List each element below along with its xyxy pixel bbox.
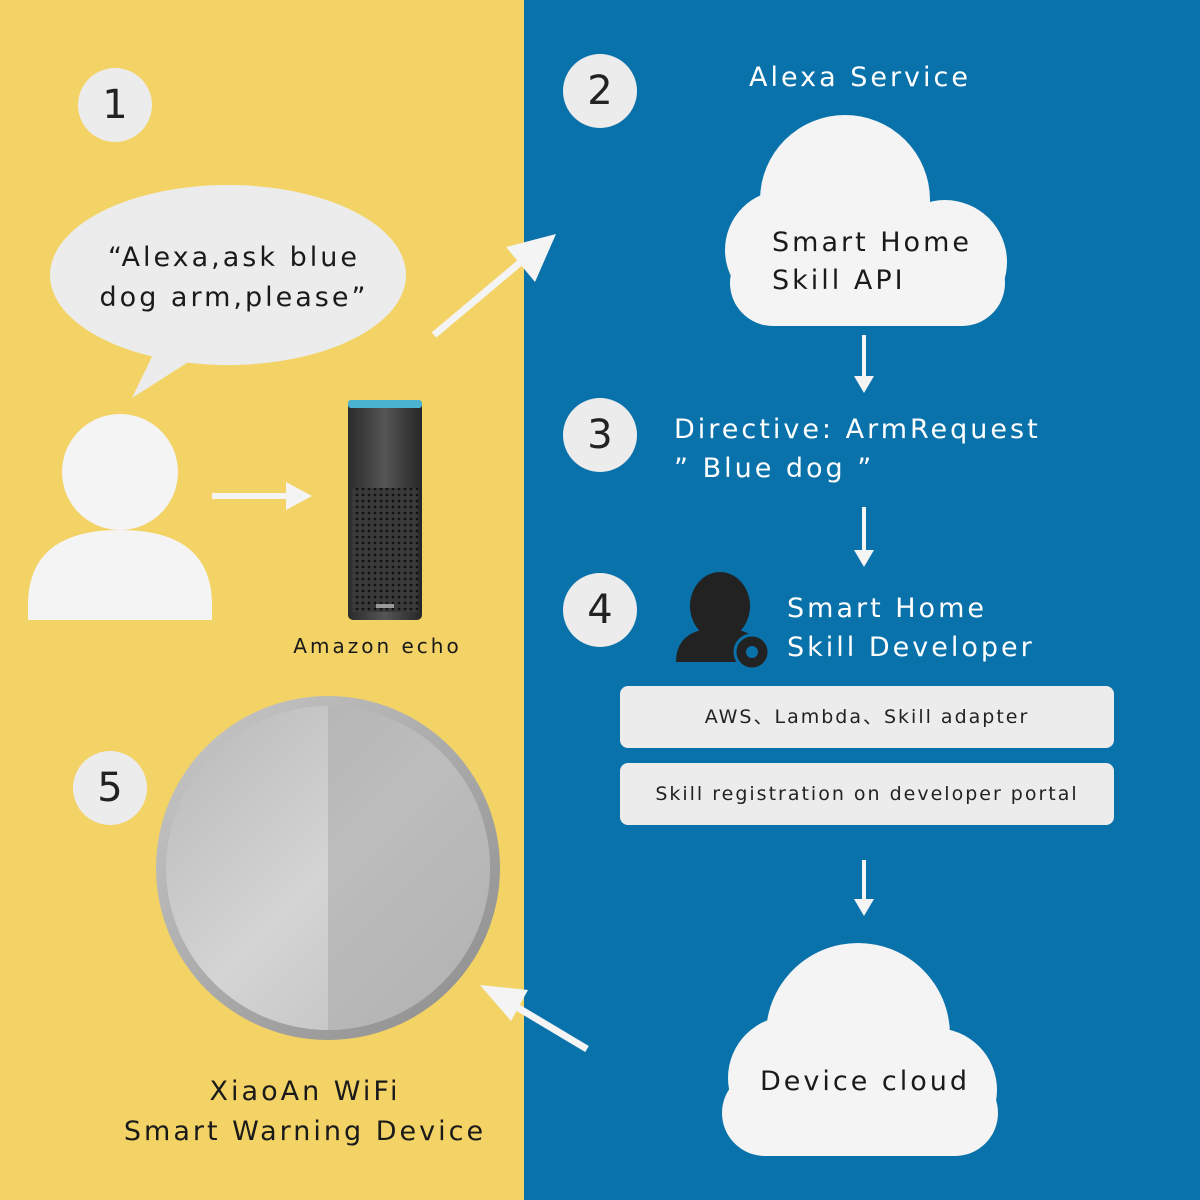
device-image [156,696,500,1040]
alexa-service-title: Alexa Service [748,62,971,93]
speech-bubble [50,185,406,398]
speech-line-2: dog arm,please” [99,282,369,313]
directive-text: Directive: ArmRequest ” Blue dog ” [674,410,1094,488]
device-line-2: Smart Warning Device [123,1116,487,1147]
device-cloud-label: Device cloud [759,1066,971,1097]
speech-text: “Alexa,ask blue dog arm,please” [84,238,384,318]
cloud-icon [722,943,998,1156]
device-line-1: XiaoAn WiFi [209,1076,401,1107]
echo-label: Amazon echo [293,634,462,658]
arrow-icon [431,234,556,338]
developer-line-2: Skill Developer [787,632,1035,663]
arrow-icon [854,335,874,393]
arrow-icon [480,985,589,1053]
skill-api-line-1: Smart Home [772,227,972,258]
directive-line-1: Directive: ArmRequest [674,414,1041,445]
skill-api-line-2: Skill API [772,265,906,296]
arrow-icon [854,507,874,567]
step-number-1: 1 [78,68,152,142]
gear-icon [733,633,771,671]
arrow-icon [212,482,312,510]
arrow-icon [854,860,874,916]
person-icon [28,414,212,620]
step-number-5: 5 [73,751,147,825]
aws-box: AWS、Lambda、Skill adapter [620,686,1114,748]
speech-line-1: “Alexa,ask blue [108,242,360,273]
skill-api-text: Smart Home Skill API [772,224,1002,300]
step-number-2: 2 [563,54,637,128]
speaker-icon [348,400,422,620]
step-number-4: 4 [563,573,637,647]
directive-line-2: ” Blue dog ” [674,453,875,484]
developer-line-1: Smart Home [787,593,987,624]
registration-box: Skill registration on developer portal [620,763,1114,825]
cloud-icon [725,115,1007,326]
developer-text: Smart Home Skill Developer [787,589,1077,667]
device-label: XiaoAn WiFi Smart Warning Device [90,1072,520,1152]
step-number-3: 3 [563,398,637,472]
